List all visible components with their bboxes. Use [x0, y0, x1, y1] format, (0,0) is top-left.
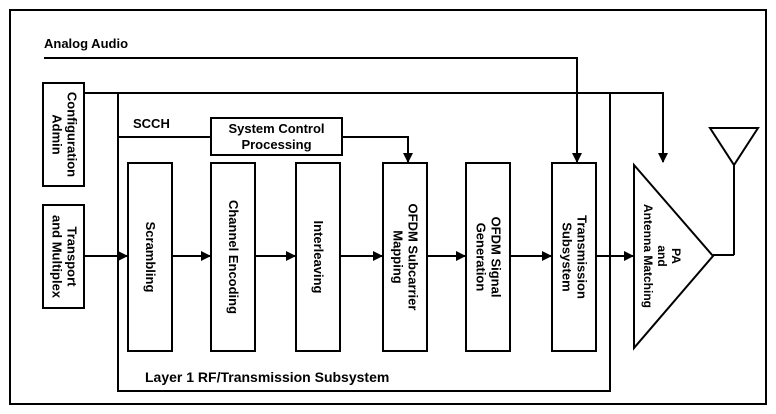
configuration-admin-box — [42, 82, 85, 187]
pa-label-3: Antenna Matching — [641, 204, 655, 308]
system-control-label-2: Processing — [241, 137, 311, 152]
ofdm-signal-generation-label-2: Generation — [474, 223, 489, 292]
ofdm-signal-generation-block — [465, 162, 511, 352]
transport-multiplex-label-2: and Multiplex — [50, 215, 65, 299]
ofdm-signal-generation-label-1: OFDM Signal — [489, 217, 504, 298]
channel-encoding-label: Channel Encoding — [226, 200, 241, 314]
transmission-subsystem-label-1: Transmission — [575, 215, 590, 299]
channel-encoding-block — [210, 162, 256, 352]
analog-audio-line — [44, 57, 582, 163]
transmission-subsystem-label-2: Subsystem — [560, 222, 575, 291]
config-admin-line — [84, 92, 668, 163]
antenna-icon — [708, 127, 760, 256]
ofdm-subcarrier-mapping-label-1: OFDM Subcarrier — [406, 204, 421, 311]
scrambling-block — [127, 162, 173, 352]
scrambling-label: Scrambling — [143, 222, 158, 293]
configuration-admin-label-2: Admin — [50, 114, 65, 155]
scch-label: SCCH — [133, 116, 170, 131]
outer-frame — [9, 9, 767, 405]
subsystem-title: Layer 1 RF/Transmission Subsystem — [145, 369, 389, 385]
analog-audio-label: Analog Audio — [44, 36, 128, 51]
pa-antenna-matching-block — [633, 162, 715, 351]
system-control-label-1: System Control — [228, 121, 324, 136]
ofdm-subcarrier-mapping-label-2: Mapping — [391, 230, 406, 283]
configuration-admin-label-1: Configuration — [65, 92, 80, 177]
pa-label-1: PA — [669, 248, 683, 264]
processing-chain: Scrambling Channel Encoding Interleaving OF… — [84, 162, 634, 352]
scch-line-right — [342, 136, 413, 163]
pa-label-2: and — [655, 245, 669, 266]
transport-multiplex-label-1: Transport — [65, 227, 80, 288]
interleaving-label: Interleaving — [311, 221, 326, 294]
